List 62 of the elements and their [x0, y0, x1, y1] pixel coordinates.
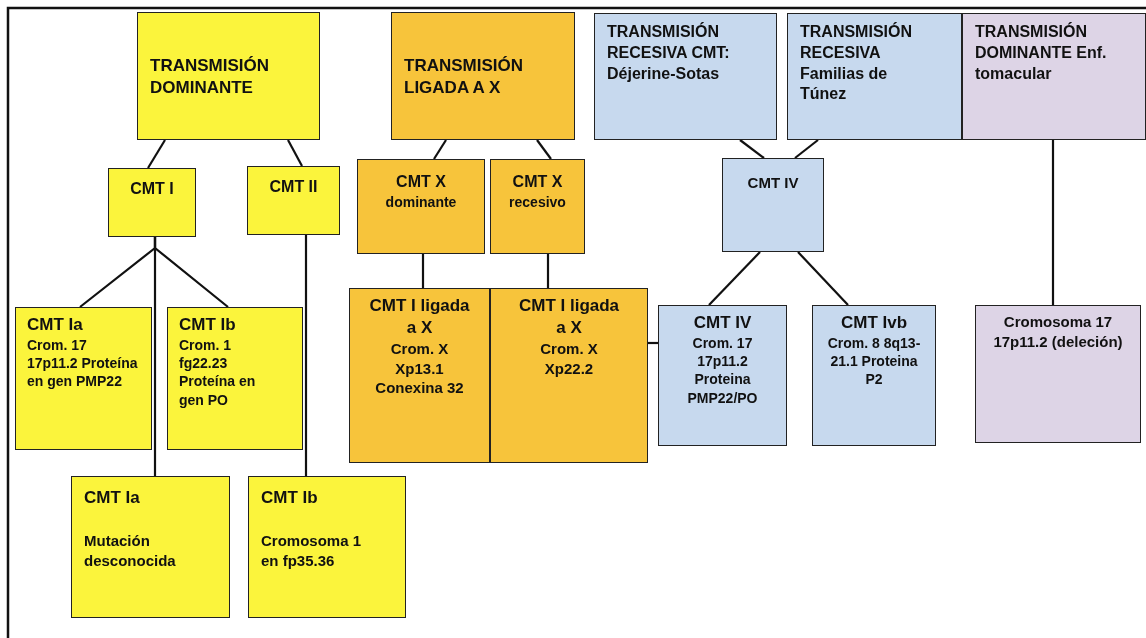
connector-line	[794, 139, 819, 159]
box-text: Mutación desconocida	[84, 531, 177, 571]
box-heading: CMT IV	[692, 312, 753, 334]
text-box	[975, 305, 1141, 443]
connector-line	[304, 235, 308, 476]
connector-line	[421, 254, 425, 288]
text-box	[137, 12, 320, 140]
box-text: Crom. 1 fg22.23 Proteína en gen PO	[179, 336, 257, 409]
box-heading: CMT IV	[746, 173, 800, 193]
connector-line	[1051, 140, 1055, 305]
box-heading: CMT Ivb	[839, 312, 909, 334]
text-box	[248, 476, 406, 618]
box-text: dominante	[384, 192, 458, 211]
box-heading: TRANSMISIÓN DOMINANTE Enf. tomacular	[975, 22, 1108, 84]
box-heading: CMT Ib	[179, 314, 237, 336]
box-heading: CMT Ib	[261, 487, 319, 509]
box-heading: CMT II	[268, 177, 319, 197]
text-box	[490, 159, 585, 254]
connector-line	[648, 341, 658, 345]
text-box	[108, 168, 196, 237]
box-text: recesivo	[508, 192, 567, 211]
box-heading: CMT I ligada a X	[368, 295, 471, 340]
text-box	[490, 288, 648, 463]
text-box	[391, 12, 575, 140]
connector-line	[708, 251, 761, 306]
text-box	[15, 307, 152, 450]
box-heading: CMT I ligada a X	[517, 295, 621, 340]
text-box	[812, 305, 936, 446]
text-box	[962, 13, 1146, 140]
box-text: Cromosoma 1 en fp35.36	[261, 531, 363, 571]
connector-line	[433, 139, 447, 160]
text-box	[594, 13, 777, 140]
connector-line	[153, 237, 157, 476]
box-heading: Cromosoma 17 17p11.2 (deleción)	[992, 312, 1124, 351]
connector-line	[797, 251, 849, 306]
text-box	[167, 307, 303, 450]
box-heading: CMT X	[511, 172, 564, 192]
text-box	[71, 476, 230, 618]
text-box	[722, 158, 824, 252]
text-box	[787, 13, 962, 140]
box-text: Crom. X Xp13.1 Conexina 32	[374, 339, 465, 398]
box-text: Crom. 17 17p11.2 Proteína en gen PMP22	[27, 336, 139, 391]
box-heading: CMT X	[395, 172, 447, 192]
connector-line	[536, 139, 552, 160]
box-heading: CMT Ia	[84, 487, 141, 509]
connector-line	[147, 139, 166, 169]
box-heading: TRANSMISIÓN DOMINANTE	[150, 55, 270, 100]
text-box	[349, 288, 490, 463]
box-heading: TRANSMISIÓN LIGADA A X	[404, 55, 524, 100]
box-text: Crom. X Xp22.2	[539, 339, 599, 379]
box-text: Crom. 17 17p11.2 Proteina PMP22/PO	[686, 334, 759, 407]
box-text: Crom. 8 8q13-21.1 Proteina P2	[826, 334, 922, 389]
text-box	[658, 305, 787, 446]
connector-line	[739, 139, 765, 159]
box-heading: TRANSMISIÓN RECESIVA CMT: Déjerine-Sotas	[607, 22, 731, 84]
text-box	[247, 166, 340, 235]
connector-line	[546, 254, 550, 288]
connector-line	[287, 139, 303, 167]
text-box	[357, 159, 485, 254]
box-heading: CMT I	[129, 179, 175, 199]
box-heading: TRANSMISIÓN RECESIVA Familias de Túnez	[800, 22, 913, 105]
box-heading: CMT Ia	[27, 314, 84, 336]
